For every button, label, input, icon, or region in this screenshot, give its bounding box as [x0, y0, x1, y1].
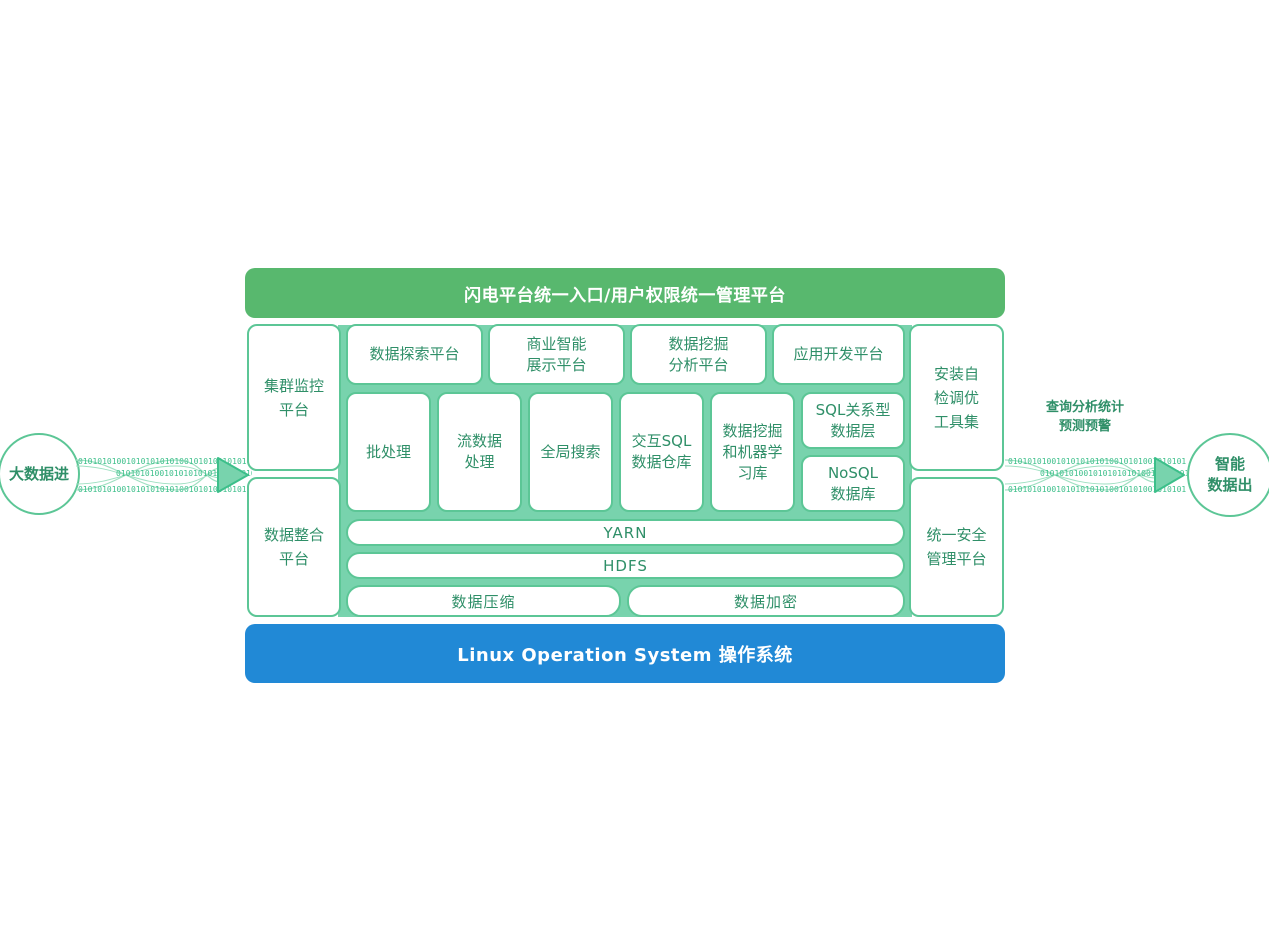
cluster-monitor-panel: 集群监控 平台 — [247, 324, 341, 471]
output-note-line2: 预测预警 — [1058, 419, 1111, 434]
panel-line: 平台 — [278, 550, 309, 568]
panel-line: 平台 — [278, 400, 309, 419]
data-exploration-module: 数据探索平台 — [346, 324, 483, 385]
module-line: 数据挖掘 — [668, 334, 729, 353]
hdfs-layer: HDFS — [346, 552, 905, 579]
module-line: 批处理 — [365, 442, 411, 461]
security-management-panel: 统一安全 管理平台 — [909, 477, 1004, 617]
module-line: 交互SQL — [631, 432, 692, 450]
data-encryption-layer: 数据加密 — [627, 585, 905, 617]
panel-line: 集群监控 — [263, 376, 324, 395]
input-arrow — [217, 457, 249, 493]
panel-line: 数据整合 — [263, 526, 324, 544]
module-line: 和机器学 — [722, 442, 783, 461]
data-mining-analysis-module: 数据挖掘 分析平台 — [630, 324, 767, 385]
output-note: 查询分析统计 预测预警 — [1030, 398, 1140, 436]
os-footer: Linux Operation System 操作系统 — [245, 624, 1005, 683]
module-line: 数据挖掘 — [722, 421, 783, 440]
module-line: 数据探索平台 — [369, 345, 460, 363]
business-intelligence-module: 商业智能 展示平台 — [488, 324, 625, 385]
binary-text: 0101010100101010101010010101001010101 — [78, 457, 252, 466]
input-circle-label: 大数据进 — [8, 464, 69, 483]
footer-title: Linux Operation System 操作系统 — [457, 644, 793, 666]
panel-line: 管理平台 — [926, 550, 987, 568]
app-development-module: 应用开发平台 — [772, 324, 905, 385]
interactive-sql-module: 交互SQL 数据仓库 — [619, 392, 704, 512]
left-data-stream: 0101010100101010101010010101001010101 01… — [76, 457, 252, 494]
module-line: 习库 — [737, 463, 768, 482]
binary-text: 0101010100101010101010010101001010101 — [1008, 485, 1186, 494]
global-search-module: 全局搜索 — [528, 392, 613, 512]
module-line: 展示平台 — [526, 355, 587, 374]
layer-label: YARN — [603, 523, 648, 542]
layer-label: 数据加密 — [733, 592, 798, 611]
module-line: 数据库 — [830, 484, 876, 503]
layer-label: 数据压缩 — [451, 592, 516, 611]
binary-text: 0101010100101010101010010101001010101 — [116, 469, 252, 478]
mining-ml-library-module: 数据挖掘 和机器学 习库 — [710, 392, 795, 512]
panel-line: 统一安全 — [926, 526, 987, 544]
data-compression-layer: 数据压缩 — [346, 585, 621, 617]
nosql-database-module: NoSQL 数据库 — [801, 455, 905, 512]
layer-label: HDFS — [603, 556, 648, 575]
output-circle-line2: 数据出 — [1207, 476, 1253, 494]
output-note-line1: 查询分析统计 — [1045, 400, 1124, 415]
binary-text: 0101010100101010101010010101001010101 — [1040, 469, 1187, 478]
output-arrow — [1154, 457, 1185, 493]
yarn-layer: YARN — [346, 519, 905, 546]
module-line: 全局搜索 — [540, 442, 601, 461]
module-line: SQL关系型 — [815, 400, 891, 419]
output-circle: 智能 数据出 — [1187, 433, 1269, 517]
module-line: 处理 — [464, 453, 495, 471]
batch-processing-module: 批处理 — [346, 392, 431, 512]
right-data-stream: 0101010100101010101010010101001010101 01… — [1004, 457, 1187, 494]
header-title: 闪电平台统一入口/用户权限统一管理平台 — [464, 285, 786, 306]
install-tuning-tools-panel: 安装自 检调优 工具集 — [909, 324, 1004, 471]
input-circle: 大数据进 — [0, 433, 80, 515]
module-line: 分析平台 — [668, 355, 729, 374]
module-line: NoSQL — [827, 463, 879, 482]
data-integration-panel: 数据整合 平台 — [247, 477, 341, 617]
panel-line: 安装自 — [933, 364, 979, 383]
stream-processing-module: 流数据 处理 — [437, 392, 522, 512]
module-line: 数据层 — [830, 421, 876, 440]
output-circle-line1: 智能 — [1214, 455, 1245, 473]
module-line: 流数据 — [456, 432, 502, 450]
binary-text: 0101010100101010101010010101001010101 — [78, 485, 252, 494]
sql-relational-module: SQL关系型 数据层 — [801, 392, 905, 449]
panel-line: 检调优 — [933, 388, 979, 407]
binary-text: 0101010100101010101010010101001010101 — [1008, 457, 1186, 466]
module-line: 应用开发平台 — [793, 345, 884, 363]
module-line: 数据仓库 — [631, 453, 692, 471]
module-line: 商业智能 — [526, 334, 587, 353]
panel-line: 工具集 — [933, 412, 979, 431]
unified-entry-header: 闪电平台统一入口/用户权限统一管理平台 — [245, 268, 1005, 318]
